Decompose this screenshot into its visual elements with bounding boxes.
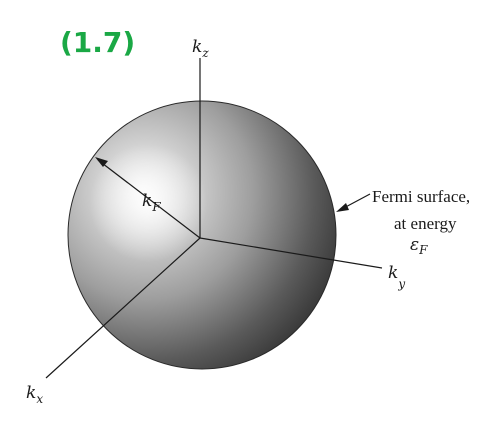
- equation-reference: (1.7): [60, 26, 135, 59]
- kx-axis: [45, 237, 201, 379]
- ky-axis: [199, 237, 383, 269]
- callout-line-2: at energy: [394, 214, 457, 233]
- kf-label: kF: [142, 191, 161, 214]
- sphere-highlight: [68, 101, 336, 369]
- callout-energy-symbol: εF: [410, 235, 428, 257]
- kf-arrowhead-icon: [95, 157, 108, 167]
- kf-radius-arrow: [97, 159, 201, 239]
- kz-label: kz: [192, 37, 209, 60]
- ky-label: ky: [388, 263, 405, 291]
- callout-arrowhead-icon: [336, 203, 349, 212]
- kx-label: kx: [26, 383, 43, 406]
- callout-line-1: Fermi surface,: [372, 187, 470, 206]
